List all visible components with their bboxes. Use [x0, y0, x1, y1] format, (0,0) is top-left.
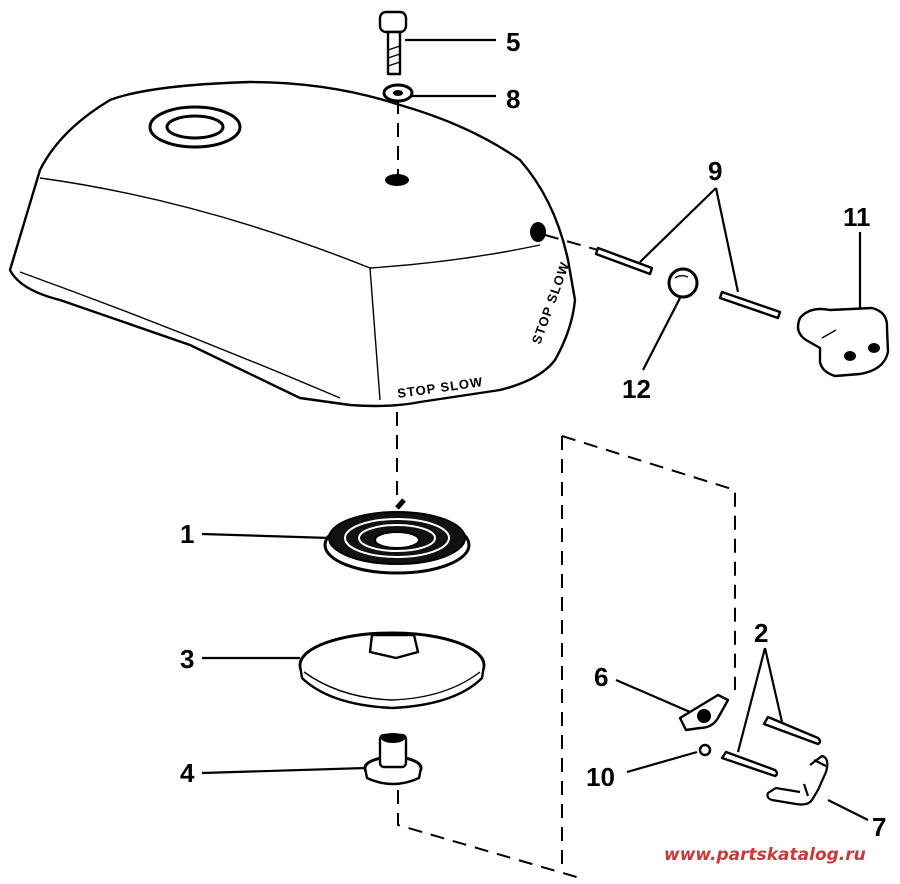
callout-12: 12 — [622, 374, 651, 404]
watermark: www.partskatalog.ru — [664, 845, 866, 865]
control-knob — [796, 306, 890, 378]
callout-10: 10 — [586, 762, 615, 792]
callout-7: 7 — [872, 812, 886, 842]
clip-upper — [762, 715, 822, 746]
lock-washer — [382, 83, 414, 103]
alignment-frame — [561, 435, 736, 872]
callout-8: 8 — [506, 84, 520, 114]
pulley — [298, 631, 486, 710]
screw — [378, 10, 408, 76]
callout-11: 11 — [843, 202, 871, 232]
callout-4: 4 — [180, 758, 195, 788]
pin-lower — [718, 290, 782, 320]
clip-lower — [720, 750, 779, 778]
alignment-line-hub — [397, 790, 581, 879]
pin-upper — [594, 246, 654, 276]
callout-6: 6 — [594, 662, 608, 692]
ball — [667, 267, 699, 299]
stop-lever — [678, 693, 730, 732]
callout-1: 1 — [180, 519, 194, 549]
small-washer — [698, 743, 712, 757]
alignment-line-pins — [544, 234, 599, 251]
leader-lines — [201, 38, 869, 821]
callout-9: 9 — [708, 156, 722, 186]
hub-bushing — [363, 733, 423, 786]
rewind-spring — [323, 498, 471, 575]
callout-5: 5 — [506, 27, 520, 57]
callout-3: 3 — [180, 644, 194, 674]
engine-cover: STOP SLOW STOP SLOW — [8, 80, 577, 408]
wire-link — [766, 754, 829, 806]
callout-2: 2 — [754, 618, 768, 648]
